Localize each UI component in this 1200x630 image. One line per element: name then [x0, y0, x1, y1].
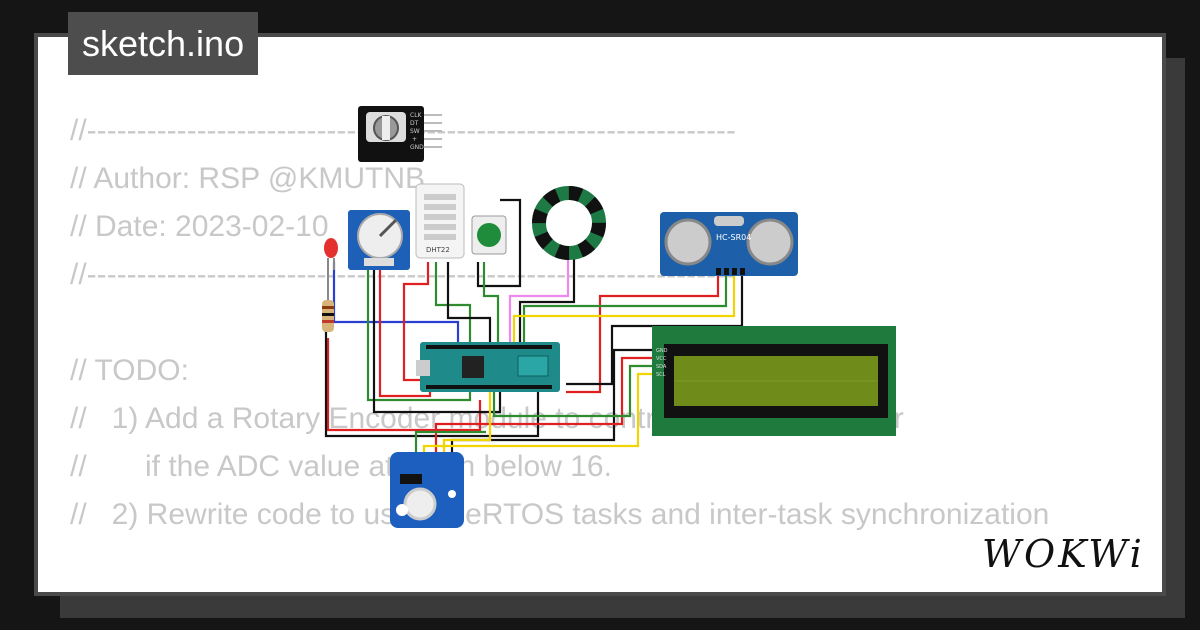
potentiometer[interactable]: [348, 210, 410, 270]
lcd-pin-vcc: VCC: [656, 356, 667, 362]
wire-black-pot: [372, 268, 502, 414]
wire-black-left: [324, 330, 540, 438]
lcd-pin-sda: SDA: [656, 364, 667, 370]
code-line: // 2) Rewrite code to use FreeRTOS tasks…: [70, 498, 1050, 531]
push-button[interactable]: [471, 215, 507, 255]
wire-black-button: [476, 198, 522, 288]
ultrasonic-label: HC-SR04: [716, 233, 751, 242]
wire-blue: [332, 262, 460, 342]
code-editor: //--------------------------------------…: [70, 107, 1050, 592]
wire-red-pot: [378, 268, 432, 398]
wire-pink-ring: [508, 254, 570, 342]
wire-green-us: [522, 274, 728, 342]
logo-text: WOKWi: [982, 532, 1145, 576]
file-title[interactable]: sketch.ino: [68, 12, 259, 75]
lcd-pin-gnd: GND: [656, 348, 668, 354]
rtc-module[interactable]: [390, 452, 464, 528]
dht22-sensor[interactable]: DHT22: [415, 183, 465, 259]
code-panel: //--------------------------------------…: [34, 33, 1166, 596]
wire-yellow-lcd: [422, 372, 656, 452]
ultrasonic-sensor[interactable]: HC-SR04: [660, 212, 798, 276]
wire-yellow-us: [512, 274, 736, 342]
wire-red-lcd: [434, 356, 656, 452]
encoder-pin-gnd: GND: [410, 144, 424, 151]
wire-red-us: [566, 274, 720, 394]
wires: [324, 198, 744, 452]
wire-green-pot: [366, 268, 472, 402]
wire-red-resistor: [326, 338, 482, 432]
neopixel-ring[interactable]: [532, 186, 606, 260]
lcd-pin-scl: SCL: [656, 372, 666, 378]
wire-red-dht: [402, 262, 440, 382]
encoder-pin-sw: SW: [410, 128, 420, 135]
resistor[interactable]: [322, 300, 334, 332]
encoder-pin-clk: CLK: [410, 112, 423, 119]
encoder-pin-dt: DT: [410, 120, 419, 127]
encoder-pin-plus: +: [412, 136, 417, 143]
wire-black-ring: [518, 254, 576, 342]
lcd-display[interactable]: GND VCC SDA SCL: [652, 326, 896, 436]
code-line: // Author: RSP @KMUTNB: [70, 162, 426, 195]
wire-green-lcd: [492, 364, 656, 418]
wokwi-logo: WOKWi: [976, 530, 1154, 580]
wire-black-lcd: [450, 348, 656, 452]
wire-green-dht: [434, 262, 472, 342]
dht22-label: DHT22: [426, 246, 450, 254]
wire-green-button: [482, 262, 500, 342]
wire-yellow-rtc: [442, 390, 492, 452]
rotary-encoder[interactable]: CLK DT SW + GND: [358, 106, 442, 162]
code-line: // TODO:: [70, 354, 189, 387]
wire-green-rtc: [414, 430, 486, 452]
wire-black-us: [566, 274, 744, 386]
led[interactable]: [324, 238, 338, 300]
wire-black-dht: [446, 262, 492, 342]
arduino-nano[interactable]: [416, 342, 560, 392]
code-line: // Date: 2023-02-10: [70, 210, 329, 243]
